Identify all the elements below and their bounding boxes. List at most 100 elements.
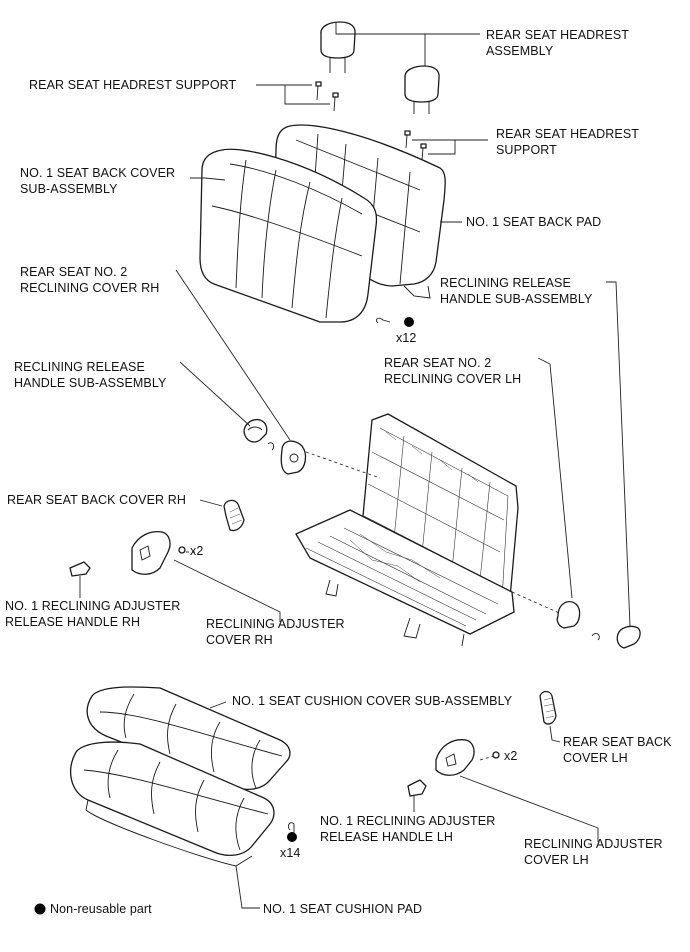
label-line: NO. 1 RECLINING ADJUSTER bbox=[320, 814, 496, 828]
label-line: SUPPORT bbox=[496, 143, 557, 157]
reclining-adjuster-release-handle-rh bbox=[69, 561, 91, 577]
hog-ring-cushion bbox=[287, 822, 297, 842]
label-no1-reclining-adjuster-release-handle-rh: NO. 1 RECLINING ADJUSTER RELEASE HANDLE … bbox=[5, 598, 180, 630]
leader-reclining-cover-lh bbox=[537, 357, 573, 599]
label-no1-seat-cushion-pad: NO. 1 SEAT CUSHION PAD bbox=[263, 901, 422, 917]
headrest-supports-right bbox=[404, 130, 427, 161]
label-line: HANDLE SUB-ASSEMBLY bbox=[440, 292, 593, 306]
label-line: REAR SEAT NO. 2 bbox=[20, 265, 128, 279]
seat-cushion-pad bbox=[70, 741, 275, 867]
leader-headrest-support-right bbox=[412, 139, 488, 155]
label-hog-ring-qty-cushion: x14 bbox=[280, 845, 300, 861]
non-reusable-marker bbox=[34, 903, 46, 915]
headrest-2 bbox=[404, 65, 440, 114]
leader-headrest-assembly bbox=[335, 22, 480, 66]
qty-text: x2 bbox=[504, 749, 518, 763]
reclining-cover-no2-lh bbox=[556, 601, 581, 629]
label-line: REAR SEAT HEADREST SUPPORT bbox=[29, 78, 237, 92]
seat-back-cover bbox=[199, 148, 378, 323]
label-rear-seat-no2-reclining-cover-rh: REAR SEAT NO. 2 RECLINING COVER RH bbox=[20, 264, 159, 296]
label-rear-seat-headrest-support-left: REAR SEAT HEADREST SUPPORT bbox=[29, 77, 236, 93]
rear-seat-back-cover-rh bbox=[223, 499, 245, 532]
label-line: REAR SEAT BACK COVER RH bbox=[7, 493, 186, 507]
label-screw-qty-lh: x2 bbox=[504, 748, 517, 764]
label-no1-seat-back-cover-sub-assembly: NO. 1 SEAT BACK COVER SUB-ASSEMBLY bbox=[20, 165, 175, 197]
label-line: REAR SEAT NO. 2 bbox=[384, 356, 492, 370]
label-line: RECLINING ADJUSTER bbox=[524, 837, 663, 851]
label-no1-reclining-adjuster-release-handle-lh: NO. 1 RECLINING ADJUSTER RELEASE HANDLE … bbox=[320, 813, 495, 845]
label-line: RECLINING COVER LH bbox=[384, 372, 522, 386]
label-line: NO. 1 SEAT BACK COVER bbox=[20, 166, 176, 180]
label-line: REAR SEAT BACK bbox=[563, 735, 672, 749]
label-line: RELEASE HANDLE RH bbox=[5, 615, 141, 629]
label-line: NO. 1 RECLINING ADJUSTER bbox=[5, 599, 181, 613]
qty-text: x14 bbox=[280, 846, 301, 860]
label-rear-seat-back-cover-rh: REAR SEAT BACK COVER RH bbox=[7, 492, 186, 508]
label-rear-seat-headrest-support-right: REAR SEAT HEADREST SUPPORT bbox=[496, 126, 639, 158]
label-line: SUB-ASSEMBLY bbox=[20, 182, 118, 196]
label-line: COVER RH bbox=[206, 633, 273, 647]
label-line: NO. 1 SEAT CUSHION PAD bbox=[263, 902, 423, 916]
label-line: RECLINING RELEASE bbox=[14, 360, 145, 374]
seat-cushion-cover bbox=[86, 686, 291, 791]
leader-release-handle-rh bbox=[179, 361, 251, 427]
headrest-1 bbox=[320, 21, 356, 73]
label-reclining-release-handle-right: RECLINING RELEASE HANDLE SUB-ASSEMBLY bbox=[440, 275, 592, 307]
label-line: RELEASE HANDLE LH bbox=[320, 830, 453, 844]
label-line: HANDLE SUB-ASSEMBLY bbox=[14, 376, 167, 390]
label-line: ASSEMBLY bbox=[486, 44, 554, 58]
legend-non-reusable: Non-reusable part bbox=[50, 901, 152, 917]
hog-ring-back bbox=[375, 317, 414, 327]
qty-text: x12 bbox=[396, 331, 417, 345]
label-rear-seat-headrest-assembly: REAR SEAT HEADREST ASSEMBLY bbox=[486, 27, 629, 59]
label-screw-qty-rh: x2 bbox=[190, 543, 203, 559]
leader-reclining-cover-rh bbox=[175, 269, 291, 441]
clip-lh bbox=[591, 633, 600, 641]
label-line: RECLINING ADJUSTER bbox=[206, 617, 345, 631]
reclining-cover-no2-rh bbox=[280, 440, 307, 475]
leader-release-handle-lh bbox=[606, 281, 631, 627]
leader-headrest-support-left bbox=[256, 84, 330, 105]
label-rear-seat-no2-reclining-cover-lh: REAR SEAT NO. 2 RECLINING COVER LH bbox=[384, 355, 521, 387]
leader-cushion-pad bbox=[235, 865, 260, 909]
label-line: RECLINING COVER RH bbox=[20, 281, 160, 295]
label-line: NO. 1 SEAT CUSHION COVER SUB-ASSEMBLY bbox=[232, 694, 513, 708]
leader-seat-back-cover bbox=[190, 177, 226, 181]
rear-seat-back-cover-lh bbox=[539, 690, 557, 725]
label-rear-seat-back-cover-lh: REAR SEAT BACK COVER LH bbox=[563, 734, 672, 766]
leader-adjuster-cover-lh bbox=[459, 775, 599, 842]
label-line: COVER LH bbox=[524, 853, 589, 867]
axis-line-lh bbox=[511, 591, 567, 617]
label-line: REAR SEAT HEADREST bbox=[496, 127, 640, 141]
reclining-adjuster-cover-lh bbox=[435, 739, 475, 776]
label-line: RECLINING RELEASE bbox=[440, 276, 571, 290]
leader-back-cover-lh bbox=[549, 725, 561, 743]
label-reclining-release-handle-left: RECLINING RELEASE HANDLE SUB-ASSEMBLY bbox=[14, 359, 166, 391]
screw-rh bbox=[178, 546, 186, 554]
label-no1-seat-cushion-cover-sub-assembly: NO. 1 SEAT CUSHION COVER SUB-ASSEMBLY bbox=[232, 693, 512, 709]
leader-back-cover-rh bbox=[199, 499, 223, 507]
screw-lh bbox=[492, 751, 500, 759]
label-reclining-adjuster-cover-lh: RECLINING ADJUSTER COVER LH bbox=[524, 836, 663, 868]
headrest-supports-left bbox=[315, 81, 339, 112]
label-hog-ring-qty-back: x12 bbox=[396, 330, 416, 346]
label-line: NO. 1 SEAT BACK PAD bbox=[466, 215, 602, 229]
axis-line-screw-lh bbox=[479, 755, 495, 761]
leader-adjuster-cover-rh bbox=[173, 559, 281, 622]
reclining-adjuster-cover-rh bbox=[131, 530, 171, 575]
label-line: REAR SEAT HEADREST bbox=[486, 28, 630, 42]
label-reclining-adjuster-cover-rh: RECLINING ADJUSTER COVER RH bbox=[206, 616, 345, 648]
leader-cushion-cover bbox=[209, 701, 227, 709]
label-line: COVER LH bbox=[563, 751, 628, 765]
clip-rh bbox=[267, 442, 275, 451]
reclining-release-handle-lh bbox=[616, 625, 641, 649]
legend-text: Non-reusable part bbox=[50, 902, 152, 916]
axis-line-rh bbox=[305, 451, 381, 479]
seat-frame bbox=[295, 413, 519, 647]
label-no1-seat-back-pad: NO. 1 SEAT BACK PAD bbox=[466, 214, 601, 230]
reclining-adjuster-release-handle-lh bbox=[407, 779, 427, 797]
reclining-release-handle-rh bbox=[243, 418, 268, 443]
qty-text: x2 bbox=[190, 544, 204, 558]
